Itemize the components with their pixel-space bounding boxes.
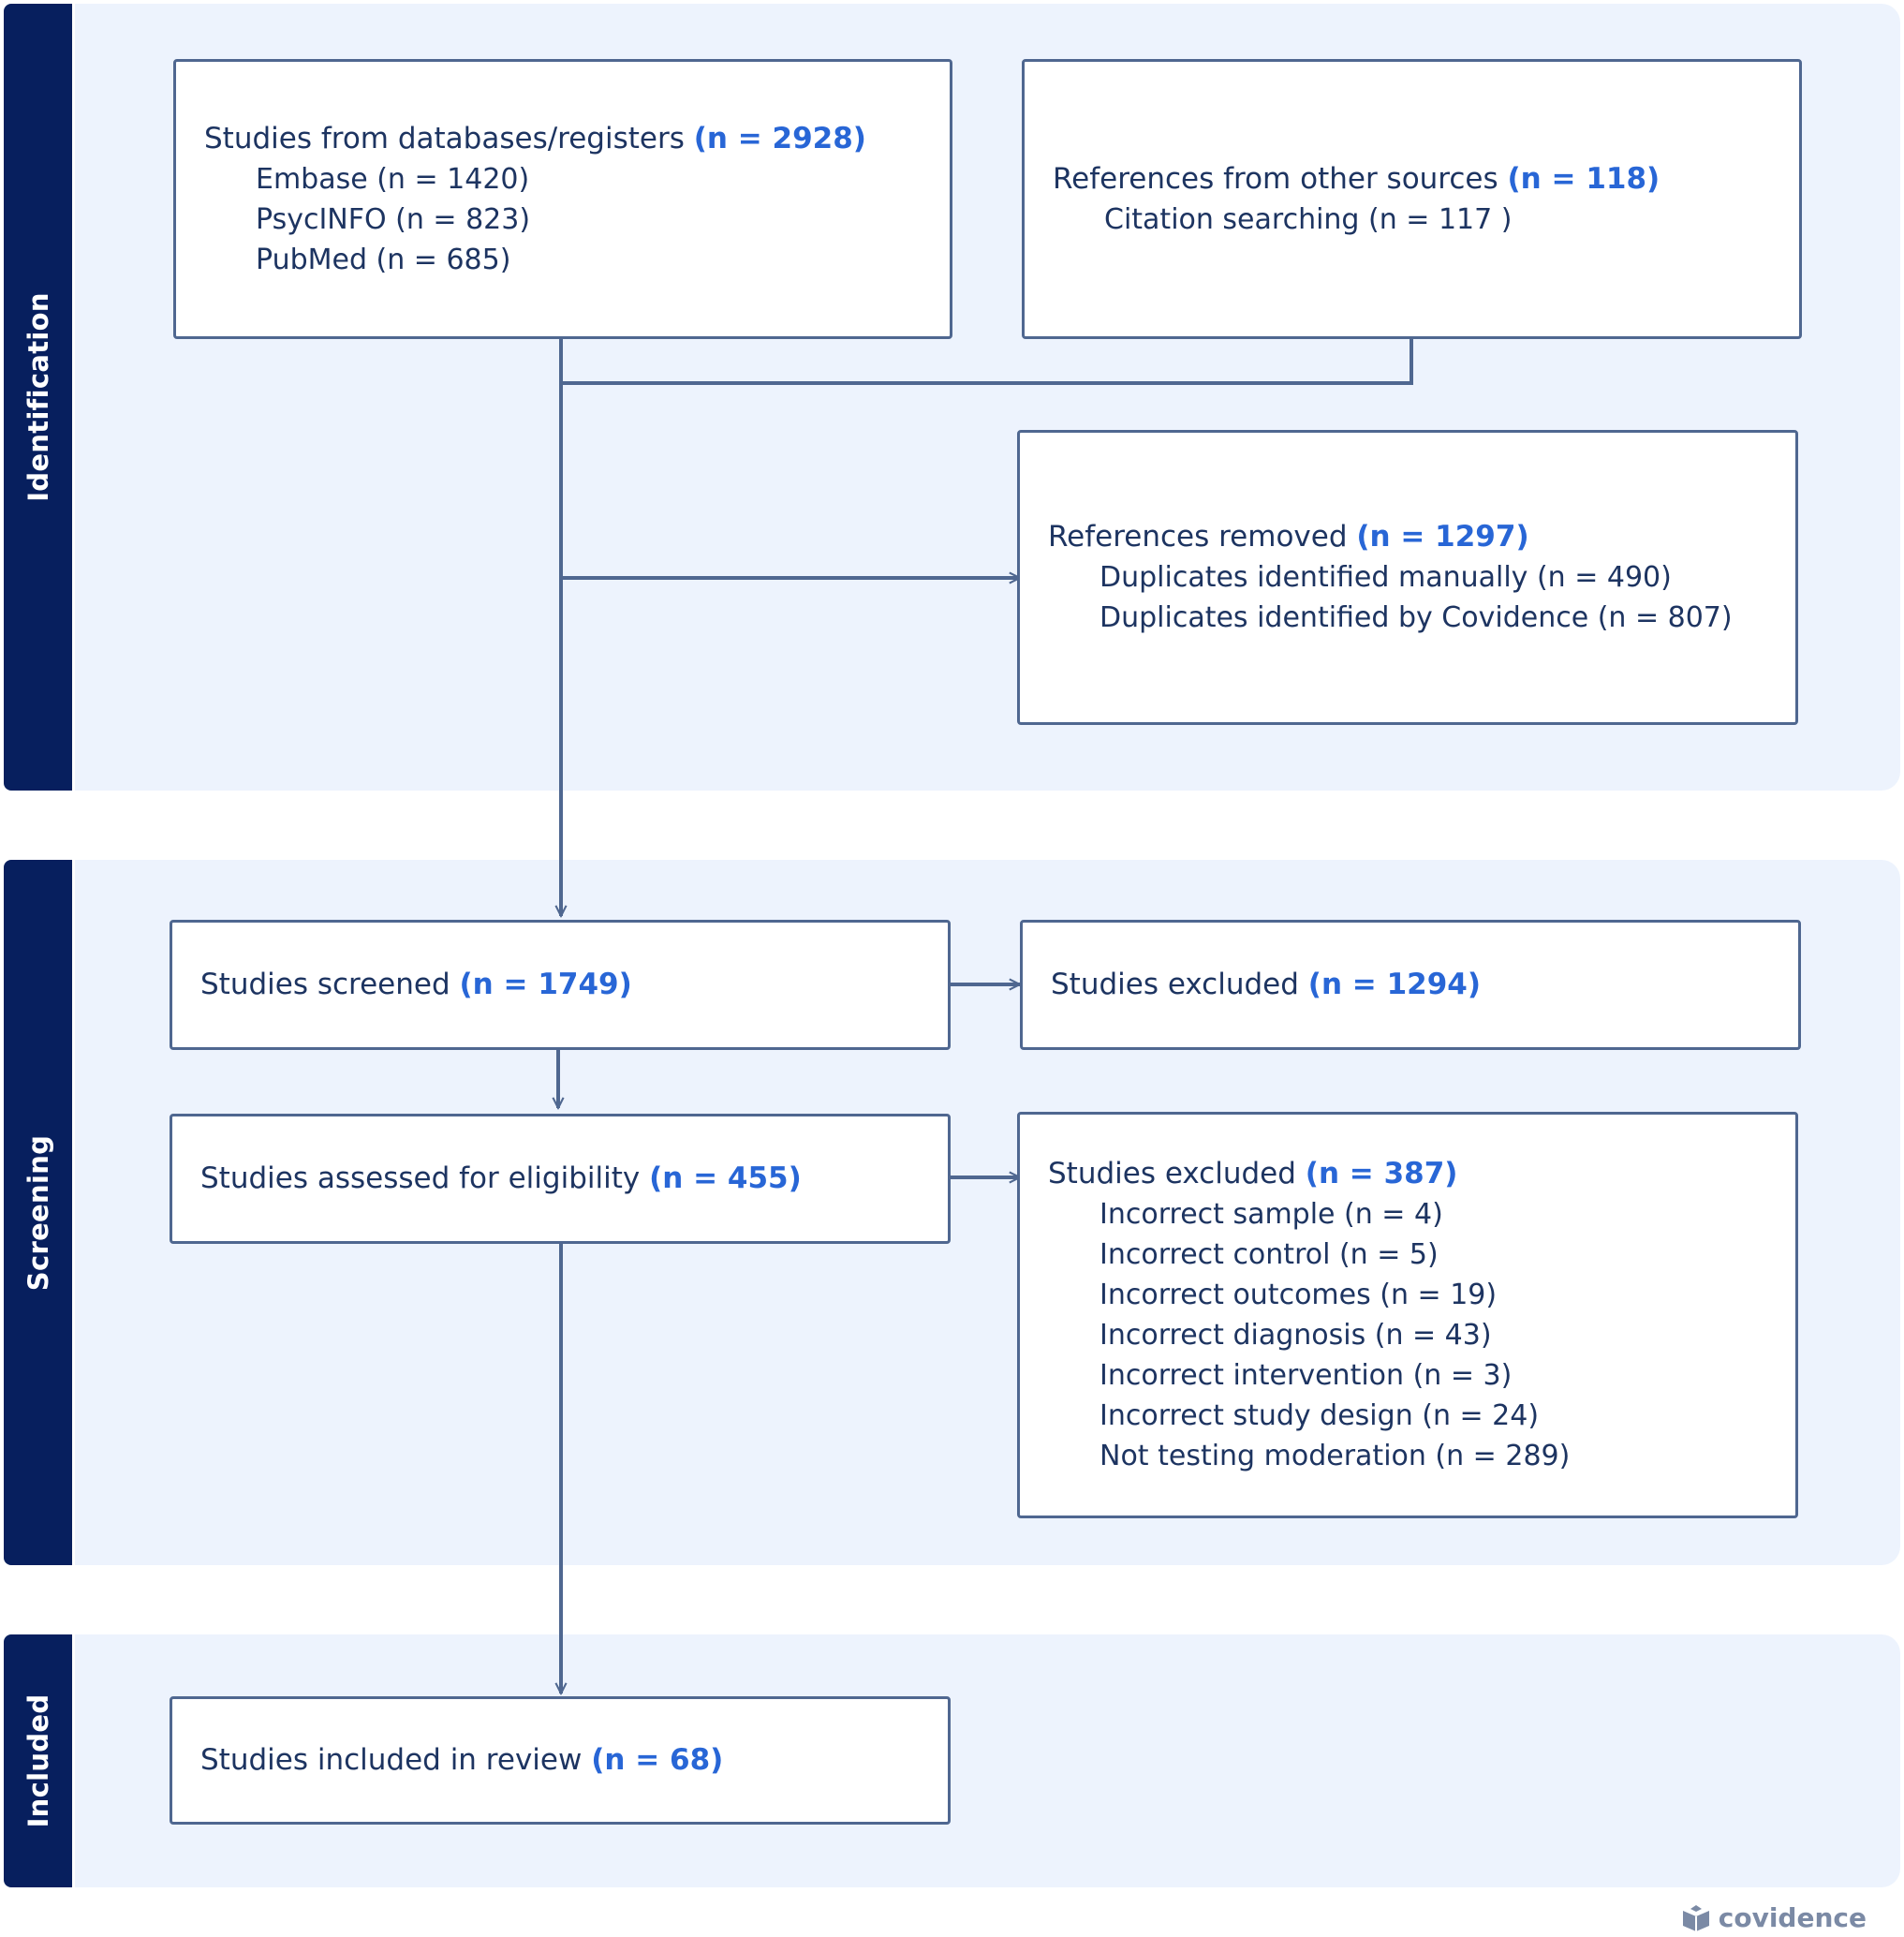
other-sources-count: (n = 118) [1507, 161, 1660, 196]
screened-heading: Studies screened (n = 1749) [200, 965, 920, 1005]
excluded-screen-heading: Studies excluded (n = 1294) [1051, 965, 1770, 1005]
databases-item: PsycINFO (n = 823) [256, 202, 531, 236]
excluded-screen-title: Studies excluded [1051, 968, 1299, 1001]
removed-title: References removed [1048, 520, 1348, 554]
databases-count: (n = 2928) [693, 121, 866, 155]
databases-title: Studies from databases/registers [204, 121, 685, 155]
excluded-reason-item: Not testing moderation (n = 289) [1100, 1440, 1571, 1472]
excluded-full-count: (n = 387) [1305, 1157, 1458, 1190]
included-count: (n = 68) [591, 1743, 724, 1777]
eligibility-count: (n = 455) [649, 1161, 802, 1195]
excluded-reason-item: Incorrect control (n = 5) [1100, 1238, 1439, 1271]
removed-count: (n = 1297) [1356, 520, 1529, 554]
excluded-screen-box: Studies excluded (n = 1294) [1020, 920, 1801, 1050]
databases-item: Embase (n = 1420) [256, 162, 530, 196]
excluded-reason-item: Incorrect diagnosis (n = 43) [1100, 1319, 1492, 1352]
excluded-reason-item: Incorrect sample (n = 4) [1100, 1198, 1443, 1231]
eligibility-heading: Studies assessed for eligibility (n = 45… [200, 1159, 920, 1199]
included-box: Studies included in review (n = 68) [170, 1696, 951, 1825]
covidence-logo: covidence [1681, 1902, 1867, 1933]
screened-box: Studies screened (n = 1749) [170, 920, 951, 1050]
excluded-screen-count: (n = 1294) [1307, 968, 1482, 1001]
removed-item: Duplicates identified manually (n = 490) [1100, 561, 1672, 594]
other-sources-item: Citation searching (n = 117 ) [1104, 202, 1513, 236]
other-sources-heading: References from other sources (n = 118) [1053, 159, 1771, 200]
screened-count: (n = 1749) [459, 968, 632, 1001]
databases-heading: Studies from databases/registers (n = 29… [204, 119, 922, 159]
eligibility-title: Studies assessed for eligibility [200, 1161, 641, 1195]
included-title: Studies included in review [200, 1743, 583, 1777]
excluded-full-box: Studies excluded (n = 387) Incorrect sam… [1017, 1112, 1798, 1518]
included-stage-bar: Included [4, 1634, 72, 1887]
connector-other-sources-merge [561, 339, 1413, 385]
excluded-reason-item: Incorrect intervention (n = 3) [1100, 1359, 1513, 1392]
identification-stage-bar: Identification [4, 4, 72, 791]
screened-title: Studies screened [200, 968, 450, 1001]
eligibility-box: Studies assessed for eligibility (n = 45… [170, 1114, 951, 1244]
removed-item: Duplicates identified by Covidence (n = … [1100, 601, 1733, 634]
excluded-reason-item: Incorrect study design (n = 24) [1100, 1399, 1540, 1432]
included-heading: Studies included in review (n = 68) [200, 1740, 920, 1781]
covidence-logo-text: covidence [1718, 1902, 1867, 1933]
other-sources-title: References from other sources [1053, 161, 1498, 196]
removed-box: References removed (n = 1297) Duplicates… [1017, 430, 1798, 725]
screening-stage-bar: Screening [4, 860, 72, 1565]
covidence-logo-icon [1682, 1904, 1709, 1931]
excluded-reason-item: Incorrect outcomes (n = 19) [1100, 1279, 1498, 1311]
excluded-full-heading: Studies excluded (n = 387) [1048, 1154, 1767, 1194]
databases-item: PubMed (n = 685) [256, 243, 511, 276]
removed-heading: References removed (n = 1297) [1048, 517, 1767, 557]
other-sources-box: References from other sources (n = 118) … [1022, 59, 1802, 339]
excluded-full-title: Studies excluded [1048, 1157, 1296, 1190]
databases-box: Studies from databases/registers (n = 29… [173, 59, 952, 339]
